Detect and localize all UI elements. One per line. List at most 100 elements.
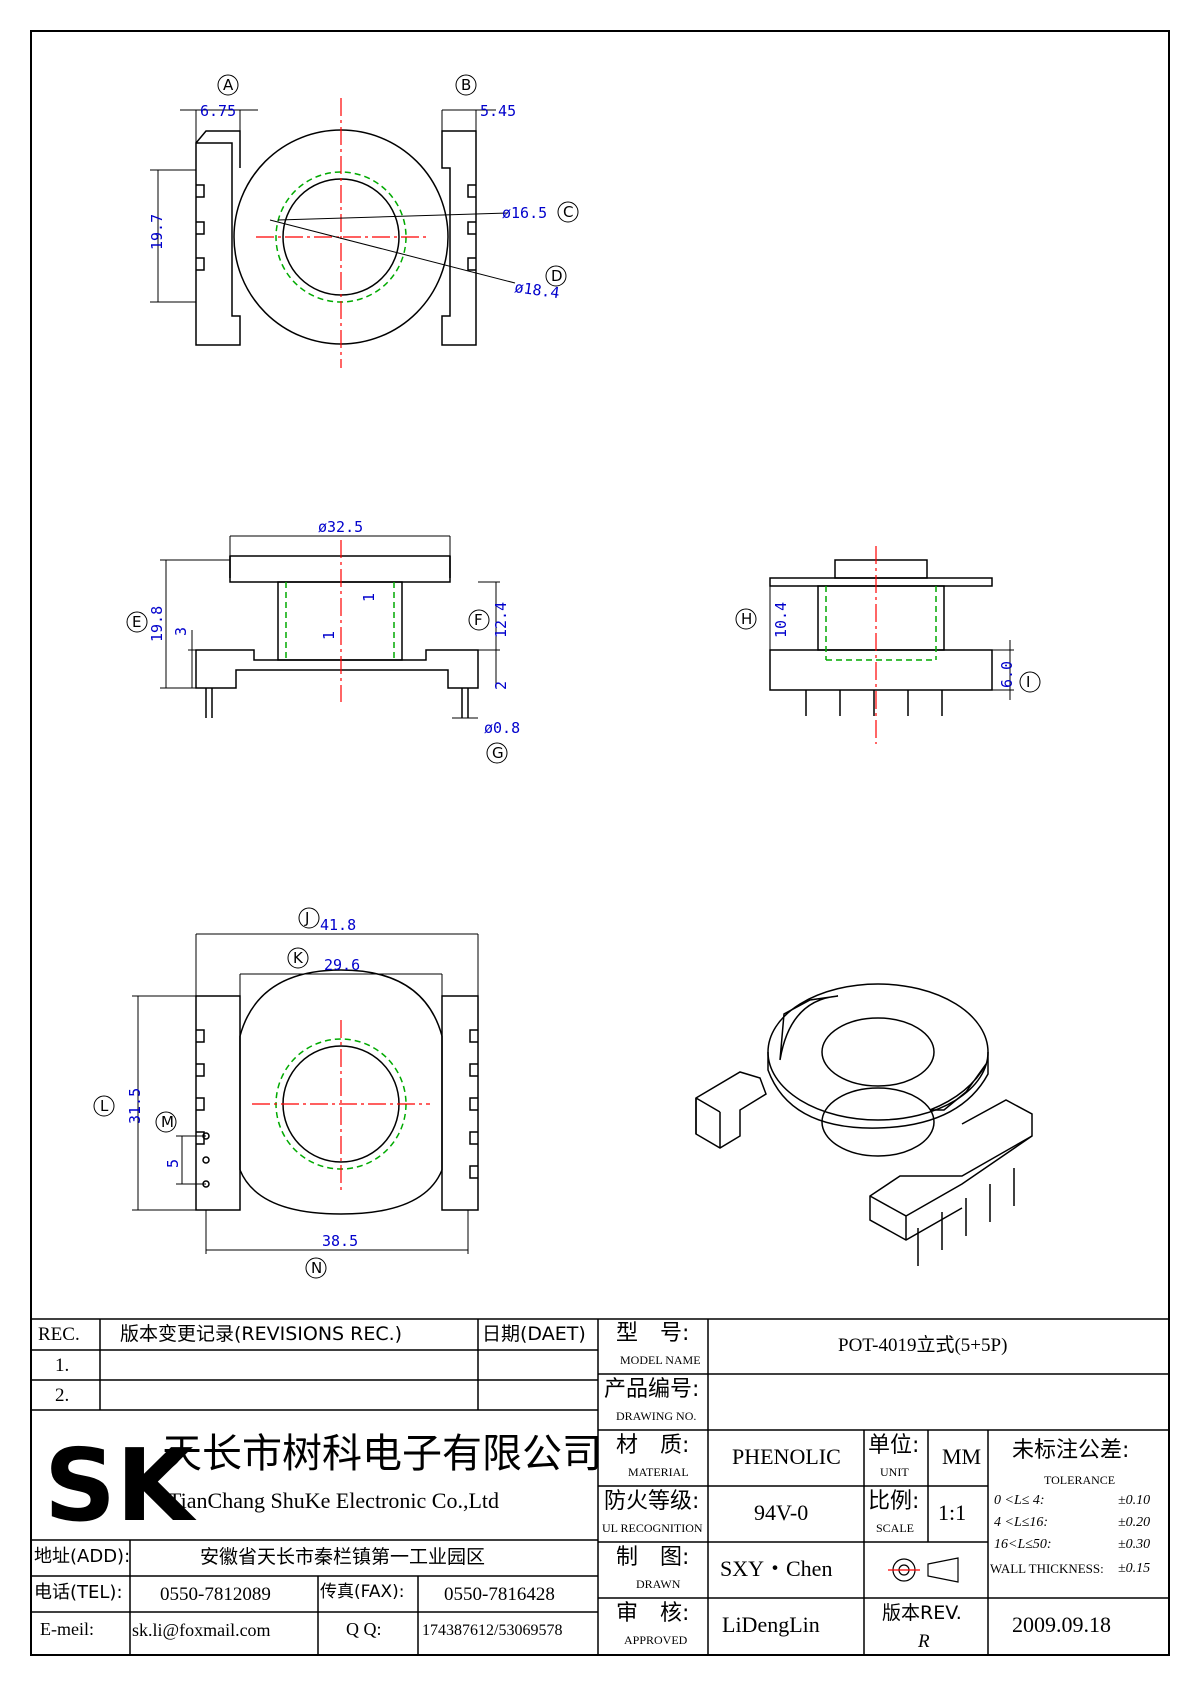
dimension-texts: 6.75 5.45 19.7 ø16.5 ø18.4 ø32.5 19.8 3 … [126,102,1016,1250]
date-value: 2009.09.18 [1012,1612,1111,1637]
side-hidden [825,586,937,661]
tol-range-3: 16<L≤50: [994,1537,1052,1552]
rev-row-2: 2. [55,1385,70,1406]
circled-label-texts: A B C D E F G H I J K L M N [100,76,1030,1277]
qq-label: Q Q: [346,1619,382,1639]
dim-60: 6.0 [998,661,1016,688]
tolerance-title-en: TOLERANCE [1044,1473,1116,1487]
dim-5: 5 [164,1159,182,1168]
dim-104: 10.4 [772,602,790,638]
svg-text:K: K [293,949,304,967]
drawn-value: SXY・Chen [720,1556,833,1581]
svg-text:F: F [474,611,483,629]
email-value: sk.li@foxmail.com [132,1620,271,1640]
address-value: 安徽省天长市秦栏镇第一工业园区 [200,1546,486,1568]
svg-text:C: C [563,203,573,221]
rev-date-header: 日期(DAET) [482,1323,586,1345]
isometric-view [695,983,1033,1266]
tol-range-1: 0 <L≤ 4: [994,1493,1045,1508]
svg-text:L: L [100,1097,109,1115]
model-value: POT-4019立式(5+5P) [838,1335,1008,1356]
side-view [769,559,993,716]
circled-labels [93,74,1041,1279]
tel-value: 0550-7812089 [160,1584,271,1605]
bottom-centerlines [252,1020,430,1190]
approved-label-cn: 审 核: [616,1601,690,1626]
svg-text:D: D [551,267,563,285]
unit-label-cn: 单位: [868,1433,920,1458]
svg-text:SK: SK [44,1427,197,1544]
top-leaders [150,109,516,303]
bottom-leaders [132,933,479,1254]
tol-value-1: ±0.10 [1118,1493,1151,1508]
tol-value-2: ±0.20 [1118,1515,1151,1530]
rev-records-header: 版本变更记录(REVISIONS REC.) [120,1323,403,1345]
ul-label-en: UL RECOGNITION [602,1521,703,1535]
fax-value: 0550-7816428 [444,1584,555,1605]
rev-rec-header: REC. [38,1324,80,1345]
sheet-border [30,30,1170,1656]
drawn-label-cn: 制 图: [616,1545,690,1570]
dim-1a: 1 [360,593,378,602]
tel-label: 电话(TEL): [34,1582,123,1603]
rev-value: R [918,1631,930,1652]
company-name-en: TianChang ShuKe Electronic Co.,Ltd [168,1488,499,1513]
dim-d165: ø16.5 [502,204,547,222]
front-hidden [285,582,395,660]
svg-text:E: E [132,613,141,631]
svg-text:G: G [492,744,504,762]
company-logo: SK [44,1427,197,1544]
scale-label-en: SCALE [876,1521,915,1535]
top-centerlines [256,98,430,368]
dim-d325: ø32.5 [318,518,363,536]
svg-text:B: B [461,76,471,94]
qq-value: 174387612/53069578 [422,1622,563,1639]
drawing-no-label-en: DRAWING NO. [616,1409,697,1423]
material-label-cn: 材 质: [616,1433,690,1458]
email-label: E-meil: [40,1619,94,1639]
tolerance-title-cn: 未标注公差: [1012,1438,1130,1463]
tol-range-2: 4 <L≤16: [994,1515,1049,1530]
title-block-grid [30,1318,1170,1656]
material-value: PHENOLIC [732,1444,841,1469]
svg-text:A: A [223,76,234,94]
svg-text:J: J [304,909,309,927]
unit-value: MM [942,1444,982,1469]
ul-label-cn: 防火等级: [604,1489,700,1514]
ul-value: 94V-0 [754,1500,809,1525]
company-name-cn: 天长市树科电子有限公司 [162,1431,602,1477]
dim-385: 38.5 [322,1232,358,1250]
dim-124: 12.4 [492,602,510,638]
dim-3: 3 [172,627,190,636]
dim-197: 19.7 [148,214,166,250]
fax-label: 传真(FAX): [320,1582,405,1602]
dim-d08: ø0.8 [484,719,520,737]
approved-value: LiDengLin [722,1612,820,1637]
drawing-no-label-cn: 产品编号: [604,1377,700,1402]
approved-label-en: APPROVED [624,1633,688,1647]
dim-315: 31.5 [126,1088,144,1124]
side-leaders [769,586,1014,700]
svg-text:H: H [741,610,752,628]
dim-545: 5.45 [480,102,516,120]
front-view [195,555,479,718]
bottom-view [195,969,479,1215]
material-label-en: MATERIAL [628,1465,689,1479]
drawn-label-en: DRAWN [636,1577,681,1591]
dim-198: 19.8 [148,606,166,642]
dim-2: 2 [492,681,510,690]
rev-row-1: 1. [55,1355,70,1376]
projection-symbol-icon [888,1557,959,1583]
model-label-cn: 型 号: [616,1321,690,1346]
rev-label: 版本REV. [882,1602,962,1624]
tol-range-4: WALL THICKNESS: [990,1561,1104,1576]
dim-418: 41.8 [320,916,356,934]
svg-text:M: M [161,1113,174,1131]
scale-label-cn: 比例: [868,1489,920,1514]
svg-text:N: N [311,1259,322,1277]
svg-text:I: I [1026,673,1030,691]
dim-1b: 1 [320,631,338,640]
tol-value-3: ±0.30 [1118,1537,1151,1552]
unit-label-en: UNIT [880,1465,909,1479]
